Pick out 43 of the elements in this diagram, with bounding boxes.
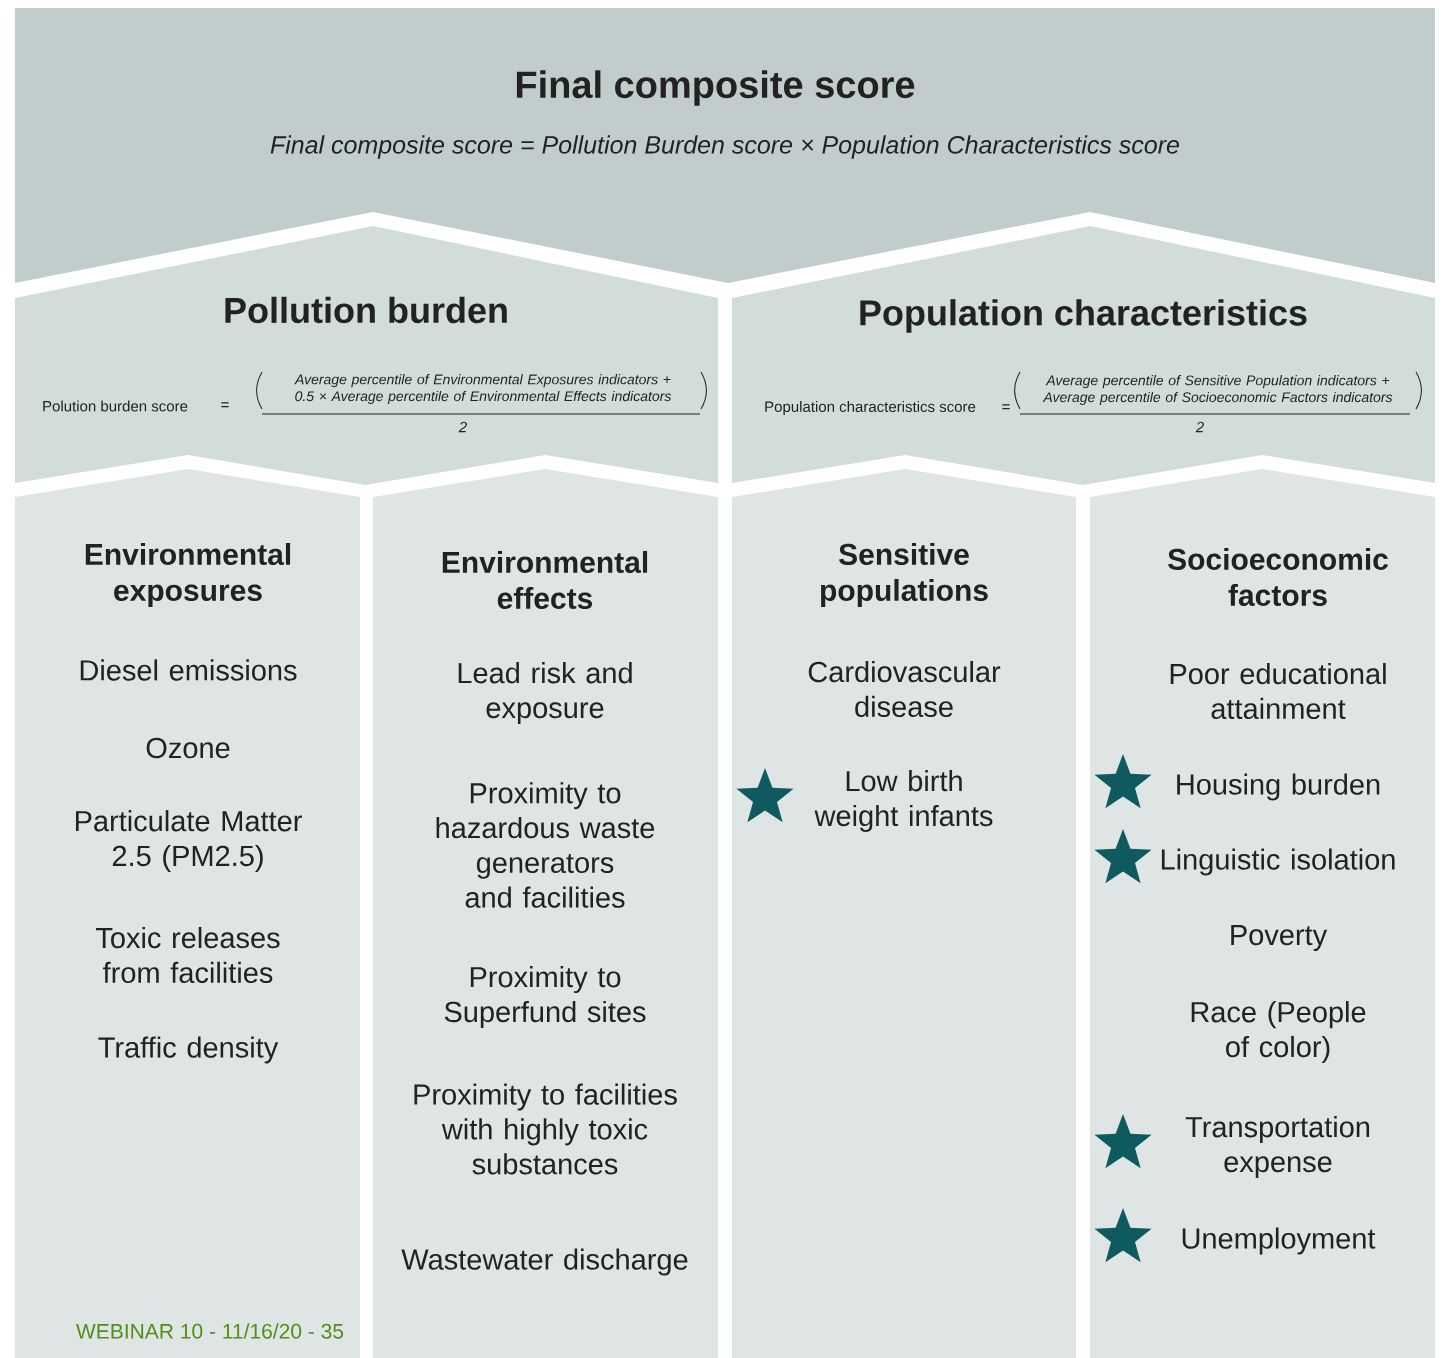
list-item: Proximity to facilities with highly toxic substances: [414, 1083, 677, 1175]
equals-sign: =: [221, 402, 229, 408]
heading: Population characteristics: [860, 299, 1307, 333]
section-band: [15, 226, 718, 485]
list-item: Diesel emissions: [80, 659, 297, 681]
list-item: Wastewater discharge: [401, 1248, 688, 1276]
list-item: Lead risk and exposure: [458, 662, 632, 724]
list-item: Transportation expense: [1185, 1116, 1370, 1178]
list-item: Low birth weight infants: [814, 770, 993, 832]
heading: Environmental exposures: [85, 543, 291, 607]
list-item: Proximity to Superfund sites: [444, 966, 646, 1028]
heading: Pollution burden: [225, 296, 507, 324]
heading: Final composite score: [516, 70, 915, 106]
formula-text: Final composite score = Pollution Burden score × Population Characteristics score: [270, 135, 1180, 159]
heading: Environmental effects: [442, 551, 648, 609]
list-item: Linguistic isolation: [1161, 848, 1395, 876]
list-item: Poor educational attainment: [1170, 662, 1386, 720]
equals-sign: =: [1002, 404, 1010, 410]
list-item: Race (People of color): [1191, 1001, 1366, 1063]
column-panel: [1090, 469, 1435, 1358]
list-item: Poverty: [1231, 925, 1328, 951]
list-item: Housing burden: [1177, 773, 1380, 801]
column-panel: [732, 469, 1076, 1358]
title-band: [15, 8, 1435, 283]
column-panel: [15, 469, 360, 1358]
formula-denominator: 2: [1195, 421, 1204, 433]
heading: Sensitive populations: [821, 543, 988, 607]
list-item: Cardiovascular disease: [808, 660, 1001, 718]
formula-denominator: 2: [458, 421, 467, 433]
list-item: Toxic releases from facilities: [96, 926, 280, 984]
footer-text: WEBINAR 10 - 11/16/20 - 35: [76, 1323, 344, 1339]
heading: Socioeconomic factors: [1168, 548, 1388, 606]
formula-numerator: Average percentile of Sensitive Population indicators + Average percentile of Socioeconomic Factors indicators: [1042, 375, 1393, 405]
section-band: [732, 226, 1435, 485]
formula-text: Polution burden score: [43, 400, 188, 412]
list-item: Proximity to hazardous waste generators and facilities: [436, 782, 655, 908]
formula-numerator: Average percentile of Environmental Exposures indicators + 0.5 × Average percentile of Environmental Effects indicators: [294, 374, 672, 404]
list-item: Ozone: [146, 737, 230, 759]
column-panel: [373, 469, 718, 1358]
list-item: Unemployment: [1182, 1227, 1376, 1255]
formula-text: Population characteristics score: [765, 401, 976, 415]
list-item: Particulate Matter 2.5 (PM2.5): [75, 810, 302, 872]
list-item: Traffic density: [98, 1036, 279, 1064]
